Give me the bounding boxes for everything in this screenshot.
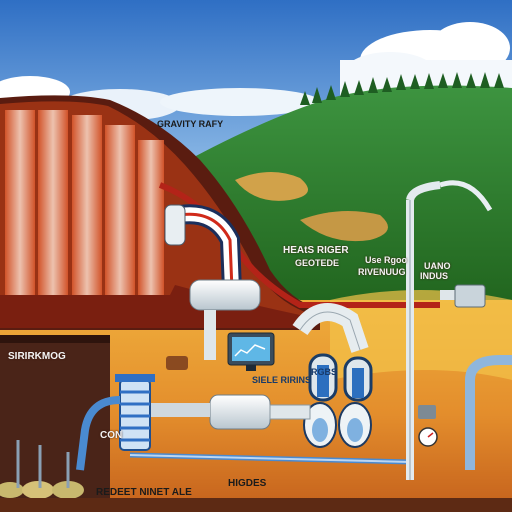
label-center-right-sub: RIVENUUG (358, 267, 406, 277)
label-far-right: UANO (424, 261, 451, 271)
bedrock (0, 498, 512, 512)
label-center-top-sub: GEOTEDE (295, 258, 340, 268)
label-pipe-room-right: RGBS (311, 367, 338, 377)
monitor-icon (227, 332, 275, 371)
pipe-icon (439, 180, 493, 212)
label-left-mid: SIRIRKMOG (8, 351, 66, 362)
steam-pipe-icon (164, 204, 242, 291)
label-center-right: Use Rgoo (365, 255, 408, 265)
quarry-patch (235, 171, 308, 201)
label-left-lower: CON (100, 430, 123, 441)
generator-icon (303, 402, 372, 448)
gauge-icon (418, 405, 438, 447)
earth-layer (330, 290, 512, 380)
steam-plumes (5, 110, 164, 295)
label-far-right-sub: INDUS (420, 271, 449, 281)
pipe-icon (406, 181, 512, 480)
label-pipe-room: SIELE RIRINS (252, 375, 312, 385)
turbine-icon (343, 356, 373, 402)
label-bottom-left: REDEET NINET ALE (96, 487, 192, 498)
tree-icon (300, 72, 504, 105)
rock-band (0, 285, 300, 328)
pipe-icon (189, 279, 369, 360)
control-unit (166, 356, 188, 370)
label-top-ridge: GRAVITY RAFY (157, 119, 224, 129)
wellhead-icon (0, 440, 84, 499)
label-center-top: HEAtS RIGER (283, 245, 349, 256)
pipe-icon (129, 394, 411, 465)
turbine-icon (308, 353, 338, 402)
injection-pipe (76, 396, 121, 471)
label-bottom-right: HIGDES (228, 478, 267, 489)
tank-icon (115, 374, 155, 451)
quarry-patch (300, 211, 388, 242)
